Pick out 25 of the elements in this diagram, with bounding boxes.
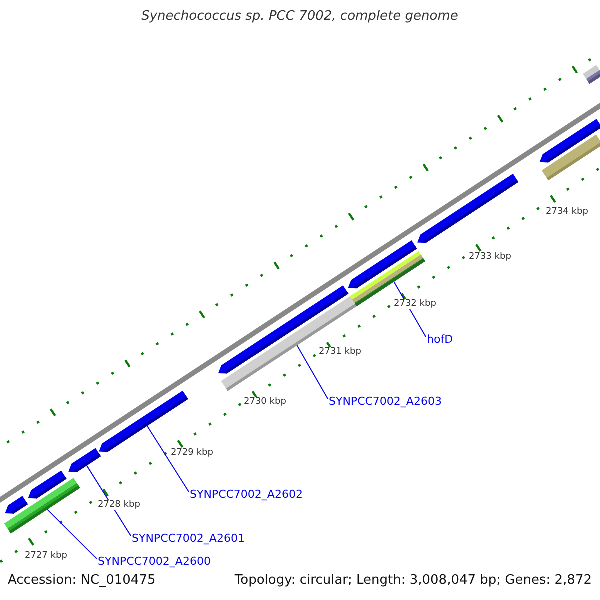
leader-line	[146, 426, 190, 492]
scale-label: 2730 kbp	[243, 397, 288, 408]
scale-label: 2732 kbp	[393, 299, 438, 310]
gene-bar	[542, 134, 600, 181]
scale-label: 2731 kbp	[318, 347, 362, 358]
scale-label: 2728 kbp	[97, 500, 142, 510]
genome-stats-text: Topology: circular; Length: 3,008,047 bp; Genes: 2,872	[234, 574, 592, 589]
gene-block	[418, 174, 519, 244]
gene-label: SYNPCC7002_A2601	[132, 533, 245, 546]
scale-label: 2733 kbp	[468, 252, 512, 262]
gene-block	[28, 470, 67, 499]
gene-label: hofD	[427, 334, 454, 347]
gene-label: SYNPCC7002_A2602	[190, 489, 303, 502]
gene-bar	[583, 65, 600, 84]
gene-label: SYNPCC7002_A2600	[98, 556, 211, 569]
scale-label: 2734 kbp	[545, 207, 590, 218]
leader-line	[296, 345, 328, 400]
title: Synechococcus sp. PCC 7002, complete genome	[140, 10, 460, 25]
gene-label: SYNPCC7002_A2603	[329, 396, 442, 409]
gene-block	[5, 496, 28, 514]
leader-line	[47, 509, 98, 560]
accession-text: Accession: NC_010475	[8, 574, 156, 589]
scale-label: 2729 kbp	[170, 448, 214, 458]
gene-block	[68, 448, 102, 472]
scale-label: 2727 kbp	[24, 551, 68, 562]
